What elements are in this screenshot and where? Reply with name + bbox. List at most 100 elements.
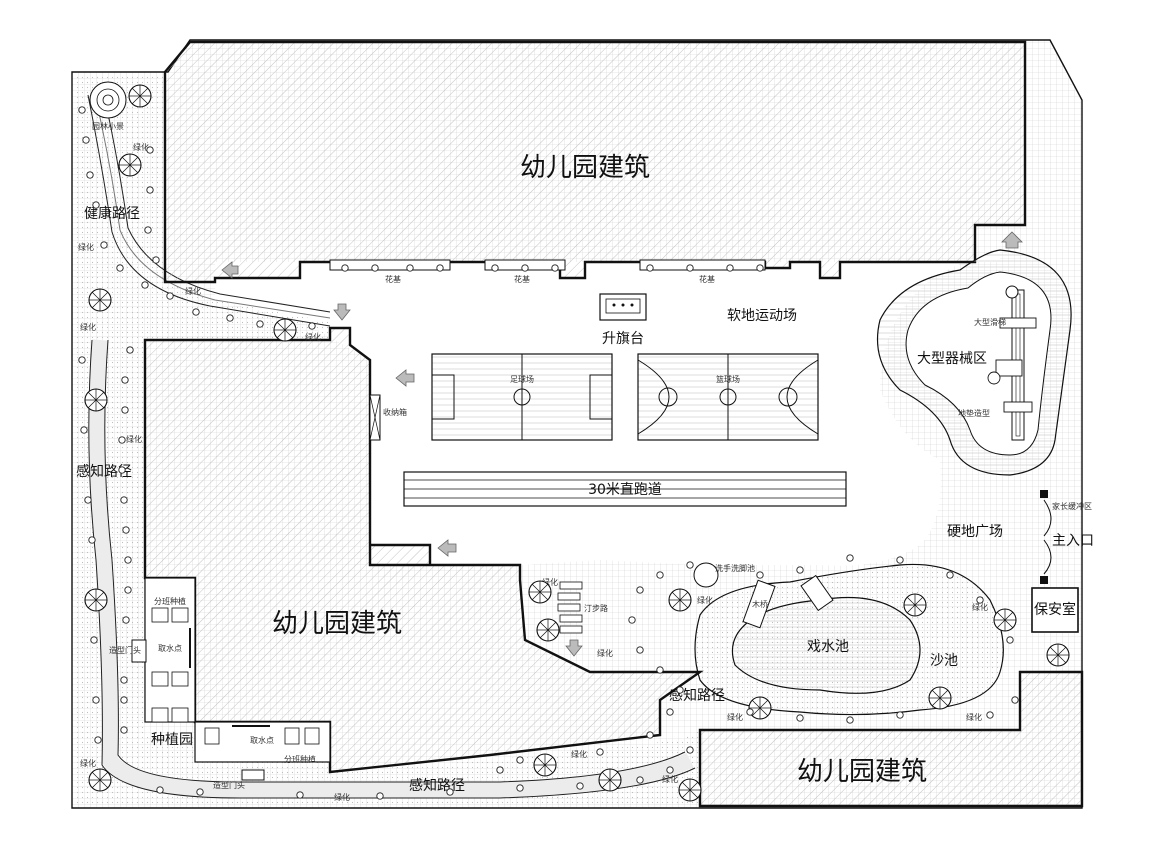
tree-icon bbox=[128, 84, 152, 108]
sensory-path-edge-a bbox=[88, 339, 696, 799]
green-label: 绿化 bbox=[305, 332, 321, 342]
shrub-icon bbox=[436, 264, 444, 272]
shrub-icon bbox=[152, 256, 160, 264]
shrub-icon bbox=[226, 314, 234, 322]
shrub-icon bbox=[521, 264, 529, 272]
shrub-icon bbox=[491, 264, 499, 272]
shrub-icon bbox=[656, 666, 664, 674]
tree-icon bbox=[118, 153, 142, 177]
green-label: 绿化 bbox=[662, 774, 678, 784]
trees-layer bbox=[84, 84, 1070, 802]
sprint-track-label: 30米直跑道 bbox=[588, 481, 662, 498]
large-equipment-label: 大型器械区 bbox=[917, 351, 987, 367]
soft-sports-label: 软地运动场 bbox=[727, 308, 797, 324]
shrub-icon bbox=[90, 636, 98, 644]
tree-icon bbox=[528, 580, 552, 604]
shrub-icon bbox=[596, 748, 604, 756]
shrub-icon bbox=[88, 536, 96, 544]
class-planting-label-1: 分班种植 bbox=[154, 596, 186, 606]
shrub-icon bbox=[846, 716, 854, 724]
flag-platform-label: 升旗台 bbox=[602, 331, 644, 347]
shrub-icon bbox=[371, 264, 379, 272]
green-label: 绿化 bbox=[126, 434, 142, 444]
shrub-icon bbox=[666, 766, 674, 774]
shrub-icon bbox=[446, 788, 454, 796]
shrub-icon bbox=[576, 782, 584, 790]
tree-icon bbox=[993, 608, 1017, 632]
football-field bbox=[431, 353, 613, 441]
shrub-icon bbox=[92, 201, 100, 209]
sand-pool-label: 沙池 bbox=[930, 653, 958, 669]
shrub-icon bbox=[308, 322, 316, 330]
shrub-icon bbox=[84, 496, 92, 504]
green-label: 绿化 bbox=[80, 758, 96, 768]
shrub-icon bbox=[796, 566, 804, 574]
shrub-icon bbox=[636, 646, 644, 654]
tree-icon bbox=[903, 593, 927, 617]
tree-icon bbox=[536, 618, 560, 642]
green-label: 绿化 bbox=[966, 712, 982, 722]
shrub-icon bbox=[120, 496, 128, 504]
green-label: 绿化 bbox=[727, 712, 743, 722]
parent-buffer-label: 家长缓冲区 bbox=[1052, 501, 1092, 511]
shrub-icon bbox=[686, 561, 694, 569]
health-path-edge-b bbox=[103, 94, 331, 313]
water-point-label-1: 取水点 bbox=[158, 643, 182, 653]
shrub-icon bbox=[116, 264, 124, 272]
shrub-icon bbox=[646, 731, 654, 739]
tree-icon bbox=[533, 753, 557, 777]
flag-platform bbox=[599, 293, 647, 321]
shrub-icon bbox=[646, 264, 654, 272]
sensory-path-edge-b bbox=[104, 339, 686, 783]
tree-icon bbox=[1046, 643, 1070, 667]
shrub-icon bbox=[86, 171, 94, 179]
shrub-icon bbox=[726, 264, 734, 272]
shrub-icon bbox=[78, 356, 86, 364]
shrub-icon bbox=[756, 264, 764, 272]
shrub-icon bbox=[256, 320, 264, 328]
shrub-icon bbox=[122, 616, 130, 624]
shrub-icon bbox=[376, 792, 384, 800]
flower-bed-label-1: 花基 bbox=[385, 274, 401, 284]
shrub-icon bbox=[196, 788, 204, 796]
shrub-icon bbox=[846, 554, 854, 562]
shrub-icon bbox=[1011, 696, 1019, 704]
shrubs-layer bbox=[78, 106, 1019, 800]
green-label: 绿化 bbox=[334, 792, 350, 802]
shrub-icon bbox=[986, 711, 994, 719]
shrub-icon bbox=[166, 292, 174, 300]
shrub-icon bbox=[406, 264, 414, 272]
wood-bridge-label: 木桥 bbox=[752, 599, 768, 609]
shrub-icon bbox=[636, 586, 644, 594]
entrance-gate bbox=[1040, 490, 1052, 584]
health-path-edge-a bbox=[87, 94, 331, 327]
shrub-icon bbox=[1006, 636, 1014, 644]
shrub-icon bbox=[192, 308, 200, 316]
shrub-icon bbox=[118, 466, 126, 474]
shrub-icon bbox=[94, 736, 102, 744]
stepping-path bbox=[557, 581, 583, 634]
shrub-icon bbox=[120, 696, 128, 704]
garden-scene-label: 园林小景 bbox=[92, 121, 124, 131]
main-entrance-label: 主入口 bbox=[1052, 533, 1094, 549]
shrub-icon bbox=[141, 281, 149, 289]
shrub-icon bbox=[516, 784, 524, 792]
green-label: 绿化 bbox=[185, 286, 201, 296]
flower-bed-label-2: 花基 bbox=[514, 274, 530, 284]
shrub-icon bbox=[686, 264, 694, 272]
shrub-icon bbox=[124, 556, 132, 564]
tree-icon bbox=[84, 588, 108, 612]
shrub-icon bbox=[144, 226, 152, 234]
flower-bed-label-3: 花基 bbox=[699, 274, 715, 284]
shrub-icon bbox=[121, 406, 129, 414]
sensory-path-left-label: 感知路径 bbox=[76, 463, 132, 480]
green-labels: 绿化 绿化 绿化 绿化 绿化 绿化 绿化 绿化 绿化 绿化 绿化 绿化 绿化 绿… bbox=[78, 142, 988, 802]
shrub-icon bbox=[122, 526, 130, 534]
shrub-icon bbox=[78, 106, 86, 114]
shrub-icon bbox=[628, 616, 636, 624]
tree-icon bbox=[668, 588, 692, 612]
shrub-icon bbox=[516, 756, 524, 764]
green-label: 绿化 bbox=[133, 142, 149, 152]
flower-bed-row bbox=[329, 259, 766, 271]
arrow-entrance-icon bbox=[437, 539, 457, 557]
